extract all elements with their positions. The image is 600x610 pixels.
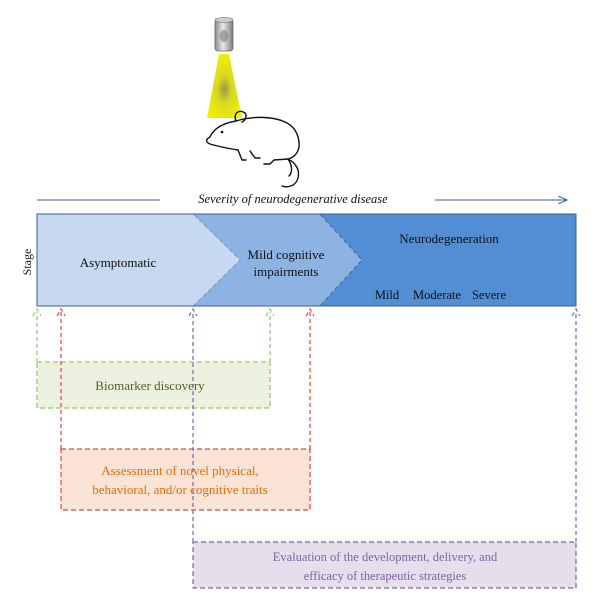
- light-beam-icon: [207, 54, 242, 118]
- mci-label-line2: impairments: [254, 264, 319, 279]
- assessment-label-line2: behavioral, and/or cognitive traits: [92, 482, 267, 497]
- stage-band-border: [36, 213, 577, 307]
- severity-label: Severity of neurodegenerative disease: [198, 192, 388, 206]
- mouse-eye: [220, 130, 224, 134]
- stage-label: Stage: [20, 249, 34, 276]
- evaluation-label-line1: Evaluation of the development, delivery,…: [273, 550, 498, 564]
- severity-mild-label: Mild: [375, 288, 400, 302]
- assessment-box: [60, 448, 311, 511]
- mci-label-line1: Mild cognitive: [248, 247, 325, 262]
- imaging-device-icon: [214, 17, 234, 52]
- biomarker-connector-right: [265, 307, 275, 362]
- biomarker-box: [36, 361, 271, 409]
- severity-severe-label: Severe: [472, 288, 506, 302]
- evaluation-label-line2: efficacy of therapeutic strategies: [304, 569, 467, 583]
- evaluation-connector: [188, 307, 581, 542]
- assessment-label-line1: Assessment of novel physical,: [101, 463, 258, 478]
- neurodegeneration-region: [320, 214, 576, 306]
- biomarker-connector-left: [32, 307, 42, 362]
- mouse-icon: [205, 110, 300, 188]
- biomarker-label: Biomarker discovery: [95, 378, 205, 393]
- evaluation-box: [192, 541, 577, 589]
- asymptomatic-region: [37, 214, 240, 306]
- asymptomatic-label: Asymptomatic: [80, 255, 157, 270]
- severity-moderate-label: Moderate: [413, 288, 461, 302]
- neurodegeneration-label: Neurodegeneration: [399, 231, 499, 246]
- assessment-connector: [56, 307, 315, 449]
